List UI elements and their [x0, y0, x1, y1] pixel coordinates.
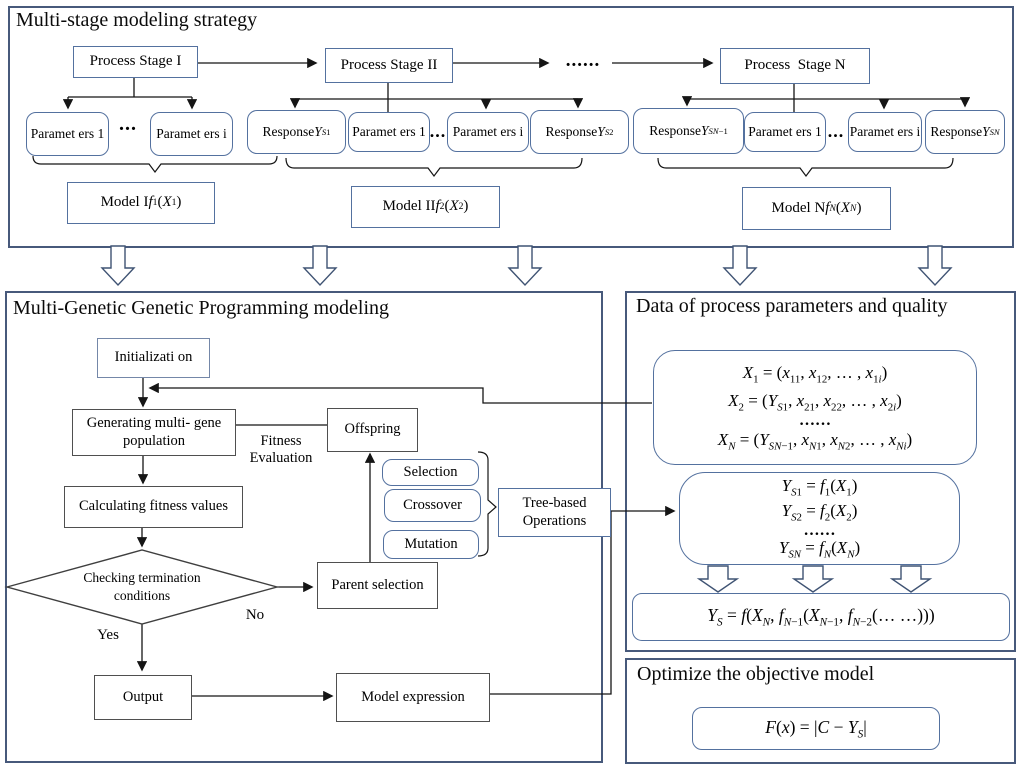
box-stageN-parameters-1: Paramet ers 1	[744, 112, 826, 152]
dots-stageN-params: ...	[827, 121, 845, 141]
label-checking-termination: Checking termination conditions	[83, 570, 201, 603]
dots-stage1-params: ...	[119, 113, 137, 135]
title-optimize: Optimize the objective model	[637, 663, 875, 685]
block-arrow-down	[722, 245, 758, 287]
box-selection: Selection	[382, 459, 479, 486]
equation-combined: YS = f(XN, fN−1(XN−1, fN−2(… …)))	[707, 605, 935, 629]
box-stageN-parameters-i: Paramet ers i	[848, 112, 922, 152]
box-generating-population: Generating multi- gene population	[72, 409, 236, 456]
box-initialization: Initializati on	[97, 338, 210, 378]
title-gp-modeling: Multi-Genetic Genetic Programming modeli…	[13, 297, 390, 319]
equation-ys1: YS1 = f1(X1)	[781, 476, 858, 499]
equation-objective: F(x) = |C − YS|	[765, 716, 867, 741]
box-process-stage-1: Process Stage I	[73, 46, 198, 78]
label-yes: Yes	[97, 627, 119, 643]
box-process-stage-2: Process Stage II	[325, 48, 453, 83]
box-calculating-fitness: Calculating fitness values	[64, 486, 243, 528]
box-model-expression: Model expression	[336, 673, 490, 722]
box-combined-model: YS = f(XN, fN−1(XN−1, fN−2(… …)))	[632, 593, 1010, 641]
block-arrow-down	[100, 245, 136, 287]
block-arrow-down	[507, 245, 543, 287]
title-multistage-strategy: Multi-stage modeling strategy	[16, 9, 258, 31]
equation-x-dots: ……	[799, 412, 831, 430]
dots-stage2-params: ...	[429, 121, 447, 141]
block-arrow-down	[917, 245, 953, 287]
box-stage2-parameters-i: Paramet ers i	[447, 112, 529, 152]
equation-ysn: YSN = fN(XN)	[778, 537, 861, 561]
box-offspring: Offspring	[327, 408, 418, 452]
box-x-equations: X1 = (x11, x12, … , x1i) X2 = (YS1, x21,…	[653, 350, 977, 465]
equation-ys2: YS2 = f2(X2)	[781, 501, 858, 524]
box-y-equations: YS1 = f1(X1) YS2 = f2(X2) …… YSN = fN(XN…	[679, 472, 960, 565]
box-stage1-parameters-1: Paramet ers 1	[26, 112, 109, 156]
box-process-stage-n: Process Stage N	[720, 48, 870, 84]
box-stage1-parameters-i: Paramet ers i	[150, 112, 233, 156]
block-arrow-down	[302, 245, 338, 287]
panel-optimize	[625, 658, 1016, 764]
title-process-data: Data of process parameters and quality	[636, 295, 948, 317]
label-no: No	[245, 607, 265, 623]
equation-y-dots: ……	[803, 521, 836, 539]
box-crossover: Crossover	[384, 489, 481, 522]
dots-between-stages: ......	[565, 50, 601, 71]
box-stage2-parameters-1: Paramet ers 1	[348, 112, 430, 152]
equation-xn: XN = (YSN−1, xN1, xN2, … , xNi)	[717, 430, 913, 453]
panel-process-data	[625, 291, 1016, 652]
box-output: Output	[94, 675, 192, 720]
equation-x2: X2 = (YS1, x21, x22, … , x2i)	[728, 390, 902, 414]
box-tree-based-operations: Tree-based Operations	[498, 488, 611, 537]
box-parent-selection: Parent selection	[317, 562, 438, 609]
label-fitness-evaluation: Fitness Evaluation	[249, 433, 313, 467]
equation-x1: X1 = (x11, x12, … , x1i)	[742, 362, 888, 386]
box-mutation: Mutation	[383, 530, 479, 559]
box-objective-function: F(x) = |C − YS|	[692, 707, 940, 750]
